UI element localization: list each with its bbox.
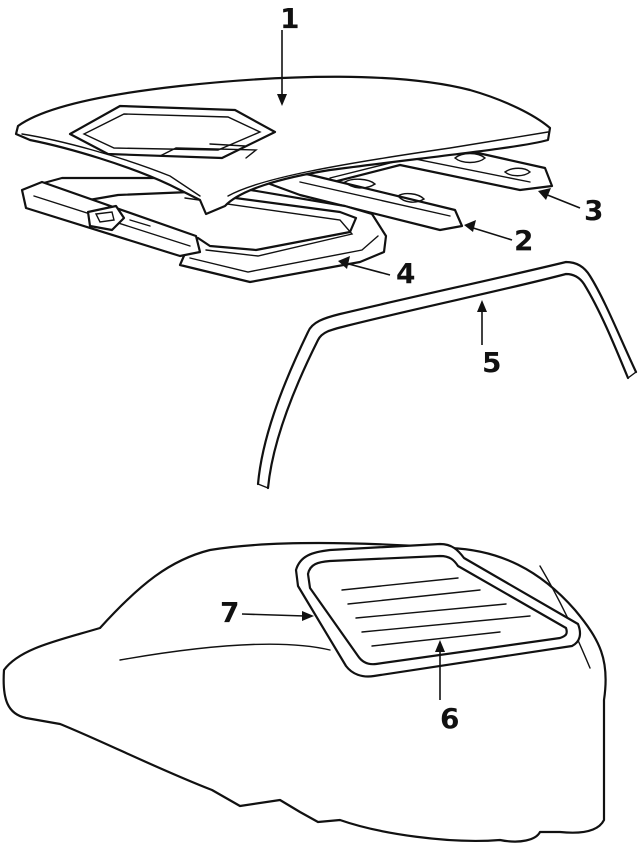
roof-panel <box>14 75 552 216</box>
callout-leader-2 <box>464 220 513 241</box>
callout-leader-5 <box>477 300 487 345</box>
callout-leader-6 <box>435 640 445 700</box>
rear-window-glass <box>306 554 568 666</box>
callout-2: 2 <box>514 224 533 257</box>
callout-leader-7 <box>241 611 314 621</box>
callout-1: 1 <box>280 2 299 35</box>
callout-leader-3 <box>538 188 581 209</box>
roof-drip-molding <box>256 260 638 490</box>
callout-6: 6 <box>440 702 459 735</box>
callout-3: 3 <box>584 194 603 227</box>
callout-7: 7 <box>220 596 239 629</box>
sunroof-frame <box>20 176 388 284</box>
callout-leader-4 <box>338 256 391 276</box>
front-roof-rail <box>268 166 464 232</box>
callout-4: 4 <box>396 257 415 290</box>
callout-leader-1 <box>277 30 287 106</box>
callout-5: 5 <box>482 346 501 379</box>
